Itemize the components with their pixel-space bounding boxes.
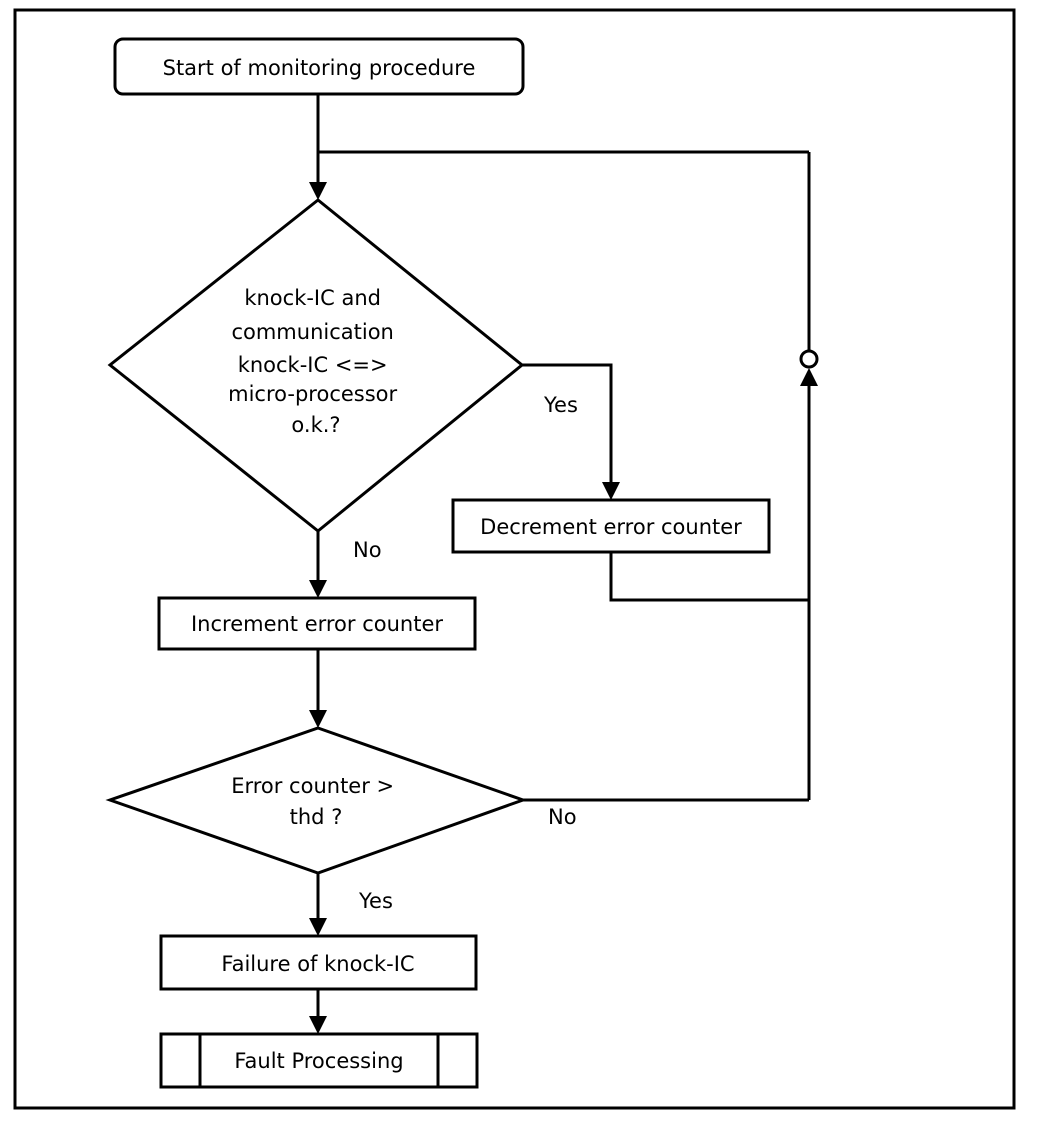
threshold-check-diamond xyxy=(105,726,528,875)
loop-junction-circle xyxy=(799,349,819,369)
connector-decrement-to-loop xyxy=(609,552,809,602)
increment-node-label: Increment error counter xyxy=(191,612,443,636)
decrement-node-label: Decrement error counter xyxy=(480,515,742,539)
knock-ic-check-line-2: communication xyxy=(231,320,393,344)
edge-label-threshold-no: No xyxy=(548,805,577,829)
arrowhead-into-decrement xyxy=(602,482,620,500)
knock-ic-check-label: knock-IC and communication knock-IC <=> … xyxy=(228,286,404,437)
knock-ic-check-line-1: knock-IC and xyxy=(244,286,381,310)
start-node xyxy=(113,37,525,96)
failure-node-label: Failure of knock-IC xyxy=(221,952,414,976)
knock-ic-check-diamond xyxy=(107,198,525,533)
arrowhead-into-threshold xyxy=(309,710,327,728)
connector-check-yes xyxy=(522,363,613,484)
threshold-check-label: Error counter > thd ? xyxy=(231,774,401,829)
decrement-node xyxy=(451,498,771,554)
diagram-frame xyxy=(13,8,1016,1110)
knock-ic-check-line-3: knock-IC <=> xyxy=(238,353,388,377)
start-node-label: Start of monitoring procedure xyxy=(163,56,476,80)
fault-processing-node xyxy=(159,1032,479,1089)
arrowhead-into-increment xyxy=(309,580,327,598)
edge-label-threshold-yes: Yes xyxy=(358,889,393,913)
knock-ic-check-line-5: o.k.? xyxy=(291,413,340,437)
increment-node xyxy=(157,596,477,651)
knock-ic-check-line-4: micro-processor xyxy=(228,382,397,406)
fault-processing-label: Fault Processing xyxy=(234,1049,403,1073)
threshold-check-line-2: thd ? xyxy=(290,805,343,829)
arrowhead-loop-up xyxy=(800,368,818,386)
arrowhead-into-failure xyxy=(309,918,327,936)
arrowhead-into-check xyxy=(309,182,327,200)
edge-label-check-yes: Yes xyxy=(543,393,578,417)
failure-node xyxy=(159,934,478,991)
threshold-check-line-1: Error counter > xyxy=(231,774,394,798)
edge-label-check-no: No xyxy=(353,538,382,562)
arrowhead-into-fault xyxy=(309,1016,327,1034)
